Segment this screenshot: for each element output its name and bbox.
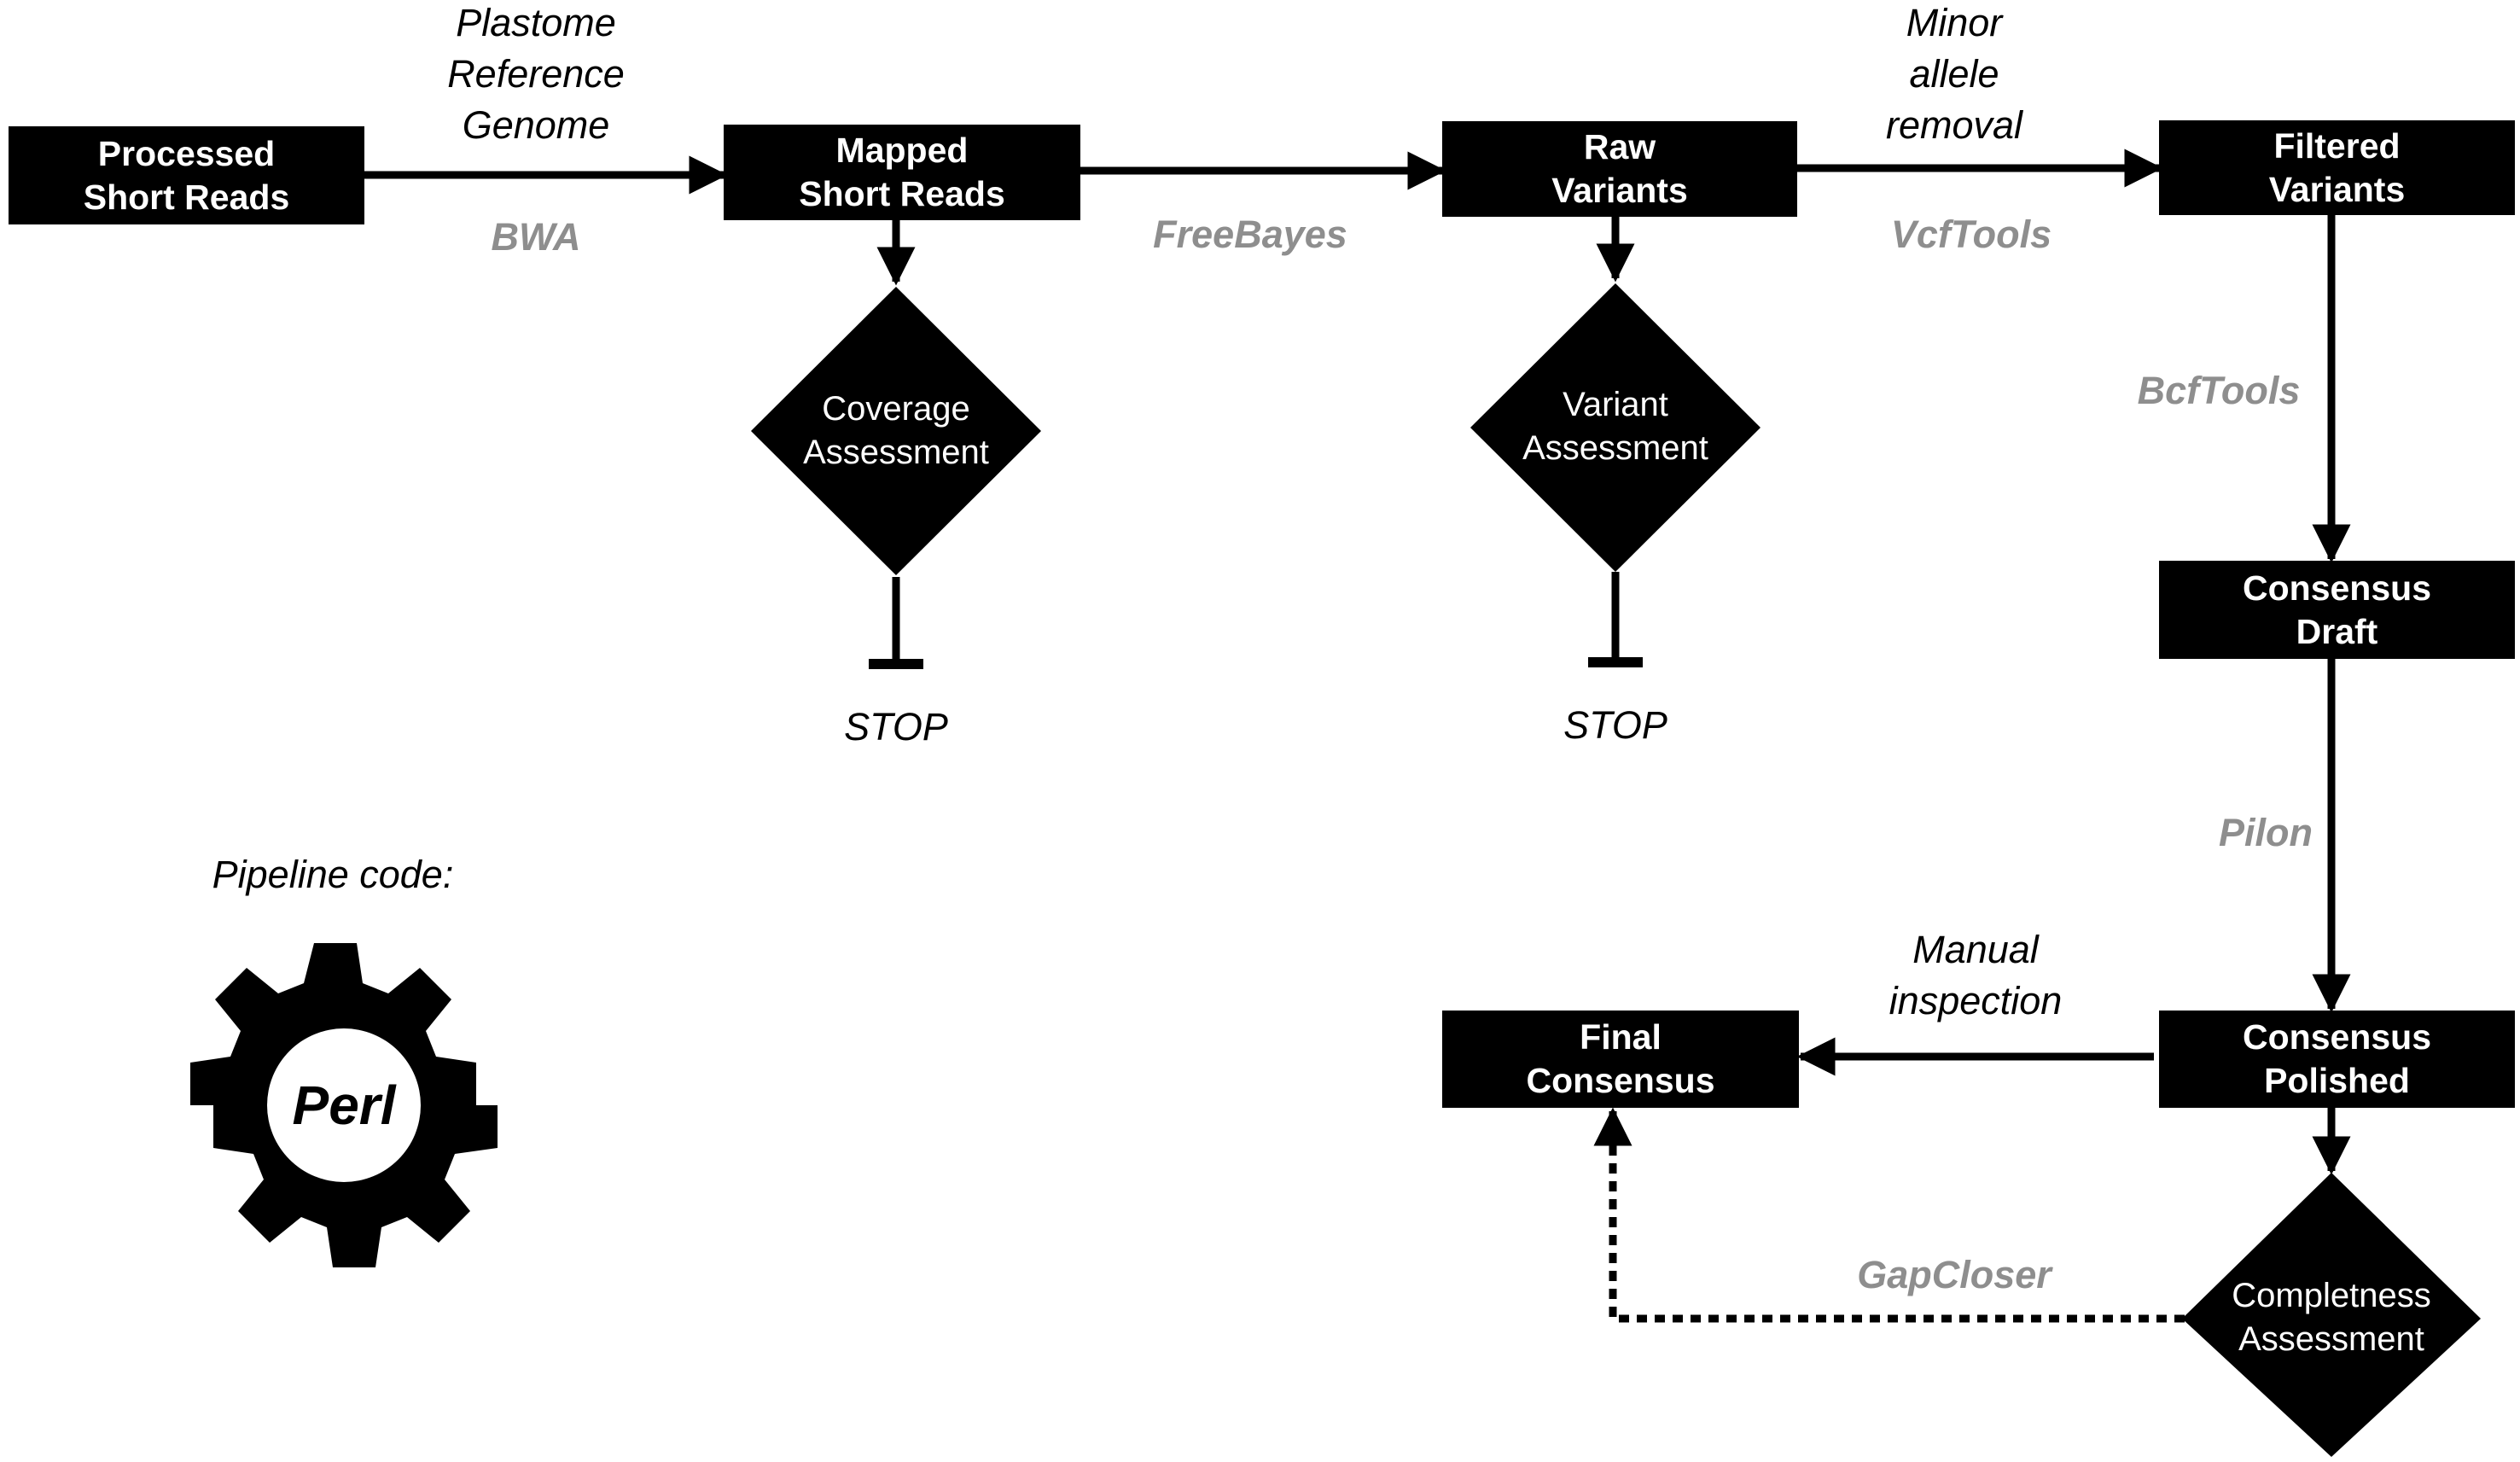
diamond-completness-assessment [2182,1173,2481,1457]
tool-bwa: BWA [491,215,581,259]
decision-label-line: Assessment [1522,429,1708,467]
label-line: Genome [462,103,610,147]
node-label-line: Variants [1551,171,1688,210]
node-label-line: Polished [2264,1061,2410,1100]
label-plastome-reference-genome: Plastome Reference Genome [408,0,664,151]
diamond-coverage-assessment [751,287,1041,575]
label-line: Manual [1912,928,2039,971]
label-line: Plastome [456,1,616,44]
label-line: removal [1885,103,2023,147]
label-line: Minor [1906,1,2003,44]
node-label-line: Variants [2268,169,2406,209]
decision-label-line: Assessment [803,434,989,471]
node-raw-variants: Raw Variants [1442,121,1797,217]
decision-coverage-assessment: Coverage Assessment [768,388,1024,474]
pipeline-caption: Pipeline code: [212,853,454,896]
decision-label-line: Assessment [2238,1320,2424,1358]
tool-freebayes: FreeBayes [1153,213,1347,256]
label-line: Reference [447,52,625,96]
label-minor-allele-removal: Minor allele removal [1826,0,2082,151]
node-label-line: Consensus [2243,1017,2431,1057]
stop-variant: STOP [1563,703,1667,747]
tool-vcftools: VcfTools [1890,213,2052,256]
node-processed-short-reads: Processed Short Reads [9,126,364,224]
stop-coverage: STOP [844,705,948,748]
tool-pilon: Pilon [2219,811,2313,854]
node-label-line: Raw [1583,127,1656,166]
diamond-variant-assessment [1470,283,1761,572]
node-label-line: Final [1580,1017,1662,1057]
decision-label-line: Coverage [822,390,970,428]
label-manual-inspection: Manual inspection [1835,924,2116,1027]
node-label-line: Mapped [835,131,969,170]
node-label-line: Filtered [2273,125,2401,166]
node-label-line: Short Reads [799,174,1005,213]
decision-variant-assessment: Variant Assessment [1487,384,1743,469]
label-line: allele [1909,52,1999,96]
node-label-line: Processed [97,133,276,173]
node-label-line: Consensus [2243,568,2431,608]
node-consensus-draft: Consensus Draft [2159,561,2515,659]
label-line: inspection [1889,979,2063,1022]
tool-bcftools: BcfTools [2137,369,2301,412]
node-label-line: Draft [2296,611,2378,651]
decision-completness-assessment: Completness Assessment [2203,1275,2459,1360]
gear-icon [190,943,498,1267]
node-filtered-variants: Filtered Variants [2159,120,2515,215]
perl-logo-text: Perl [292,1075,396,1136]
node-label-line: Short Reads [83,177,290,217]
decision-label-line: Variant [1563,386,1668,423]
node-final-consensus: Final Consensus [1442,1011,1799,1108]
decision-label-line: Completness [2232,1277,2431,1314]
tool-gapcloser: GapCloser [1857,1253,2052,1296]
node-mapped-short-reads: Mapped Short Reads [724,125,1080,220]
node-label-line: Consensus [1526,1061,1715,1100]
node-consensus-polished: Consensus Polished [2159,1011,2515,1108]
